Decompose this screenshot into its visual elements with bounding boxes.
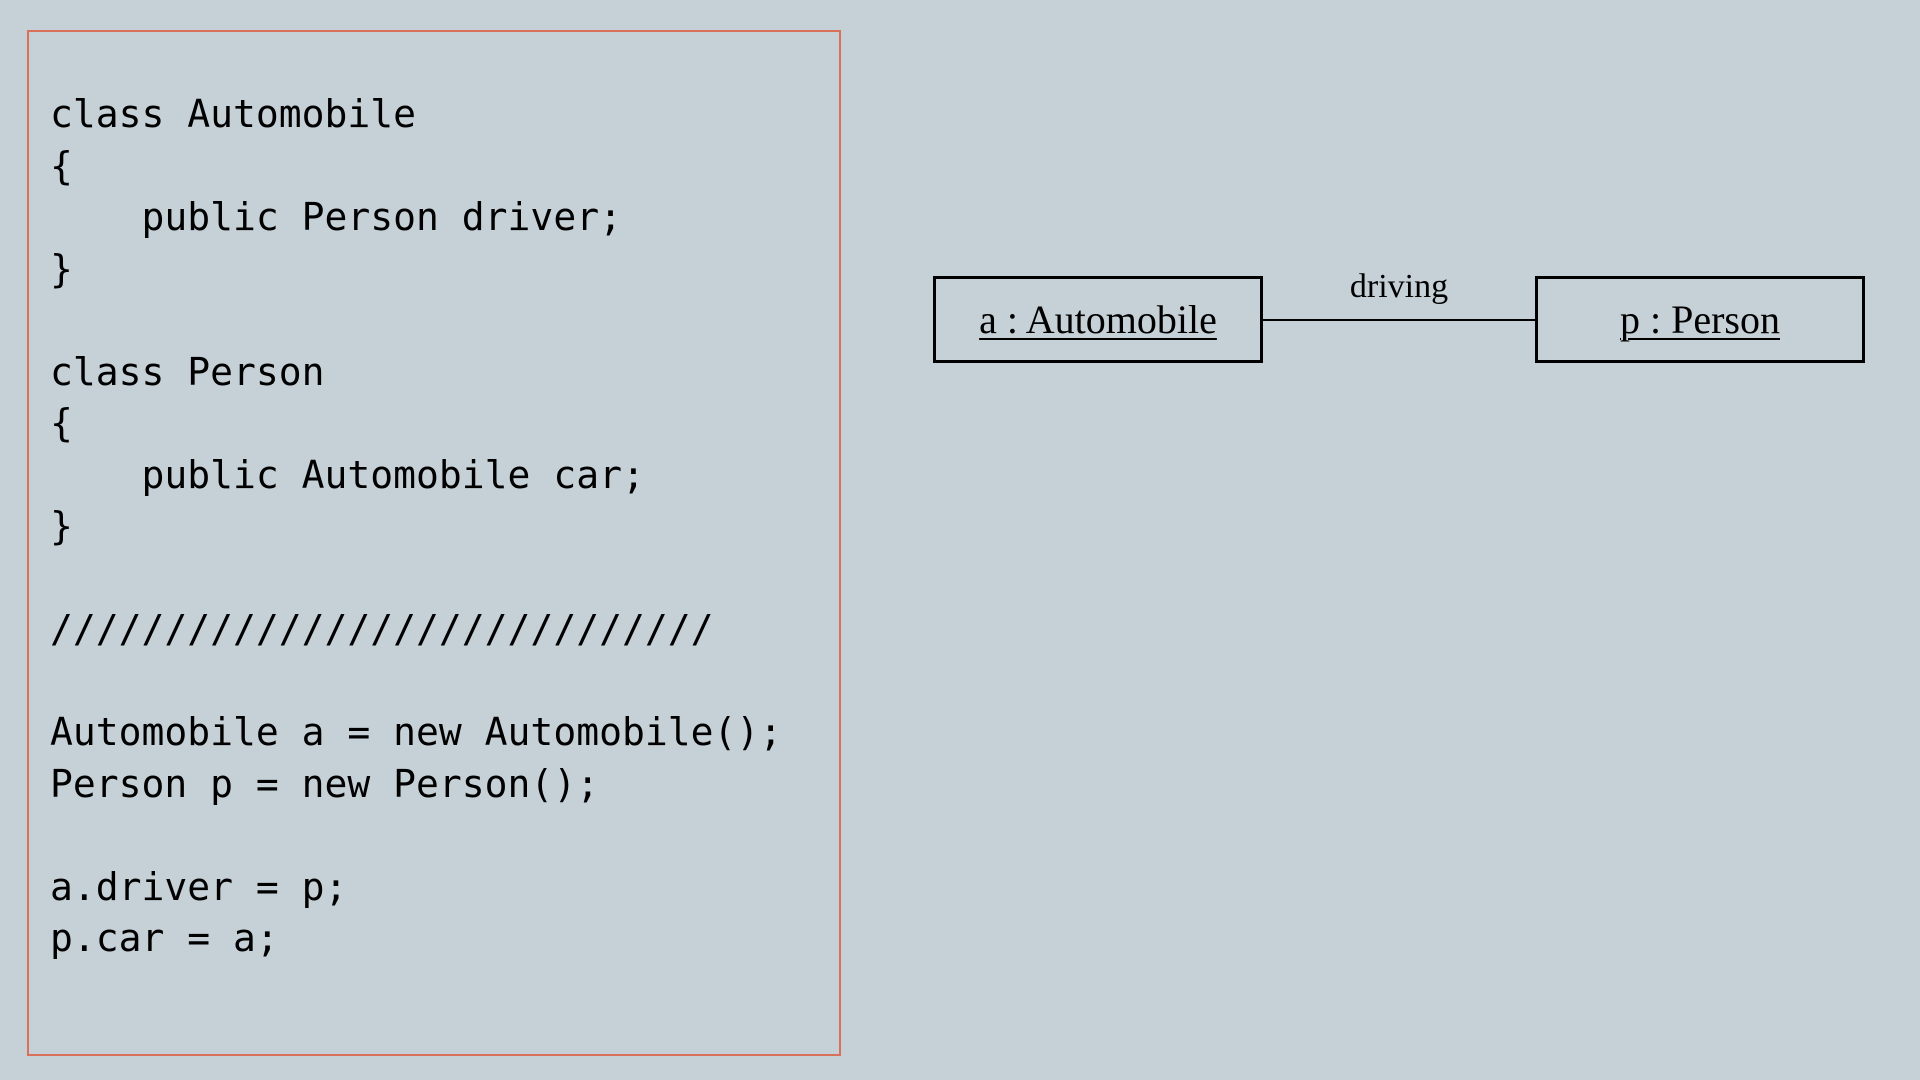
object-label-person: p : Person [1620, 297, 1780, 342]
code-line: } [50, 504, 73, 548]
code-line: Automobile a = new Automobile(); [50, 710, 783, 754]
code-line: class Automobile [50, 92, 417, 136]
code-line: public Automobile car; [50, 452, 645, 497]
object-box-person: p : Person [1535, 276, 1865, 363]
code-line: public Person driver; [50, 195, 622, 239]
association-line [1263, 319, 1535, 321]
object-box-automobile: a : Automobile [933, 276, 1263, 363]
code-line: ///////////////////////////// [50, 607, 714, 651]
code-line: { [50, 401, 73, 445]
code-line: { [50, 143, 73, 188]
code-line: p.car = a; [50, 916, 279, 960]
code-line: class Person [50, 349, 325, 394]
code-line [50, 810, 782, 862]
code-panel: class Automobile { public Person driver;}… [27, 30, 841, 1056]
association-label: driving [1349, 268, 1449, 305]
code-line: a.driver = p; [50, 864, 348, 909]
object-label-automobile: a : Automobile [979, 297, 1217, 342]
code-line: Person p = new Person(); [50, 761, 600, 806]
code-line [50, 295, 782, 347]
code-block: class Automobile { public Person driver;}… [50, 89, 782, 965]
code-line [50, 656, 782, 708]
code-line [50, 553, 782, 605]
code-line: } [50, 246, 73, 291]
